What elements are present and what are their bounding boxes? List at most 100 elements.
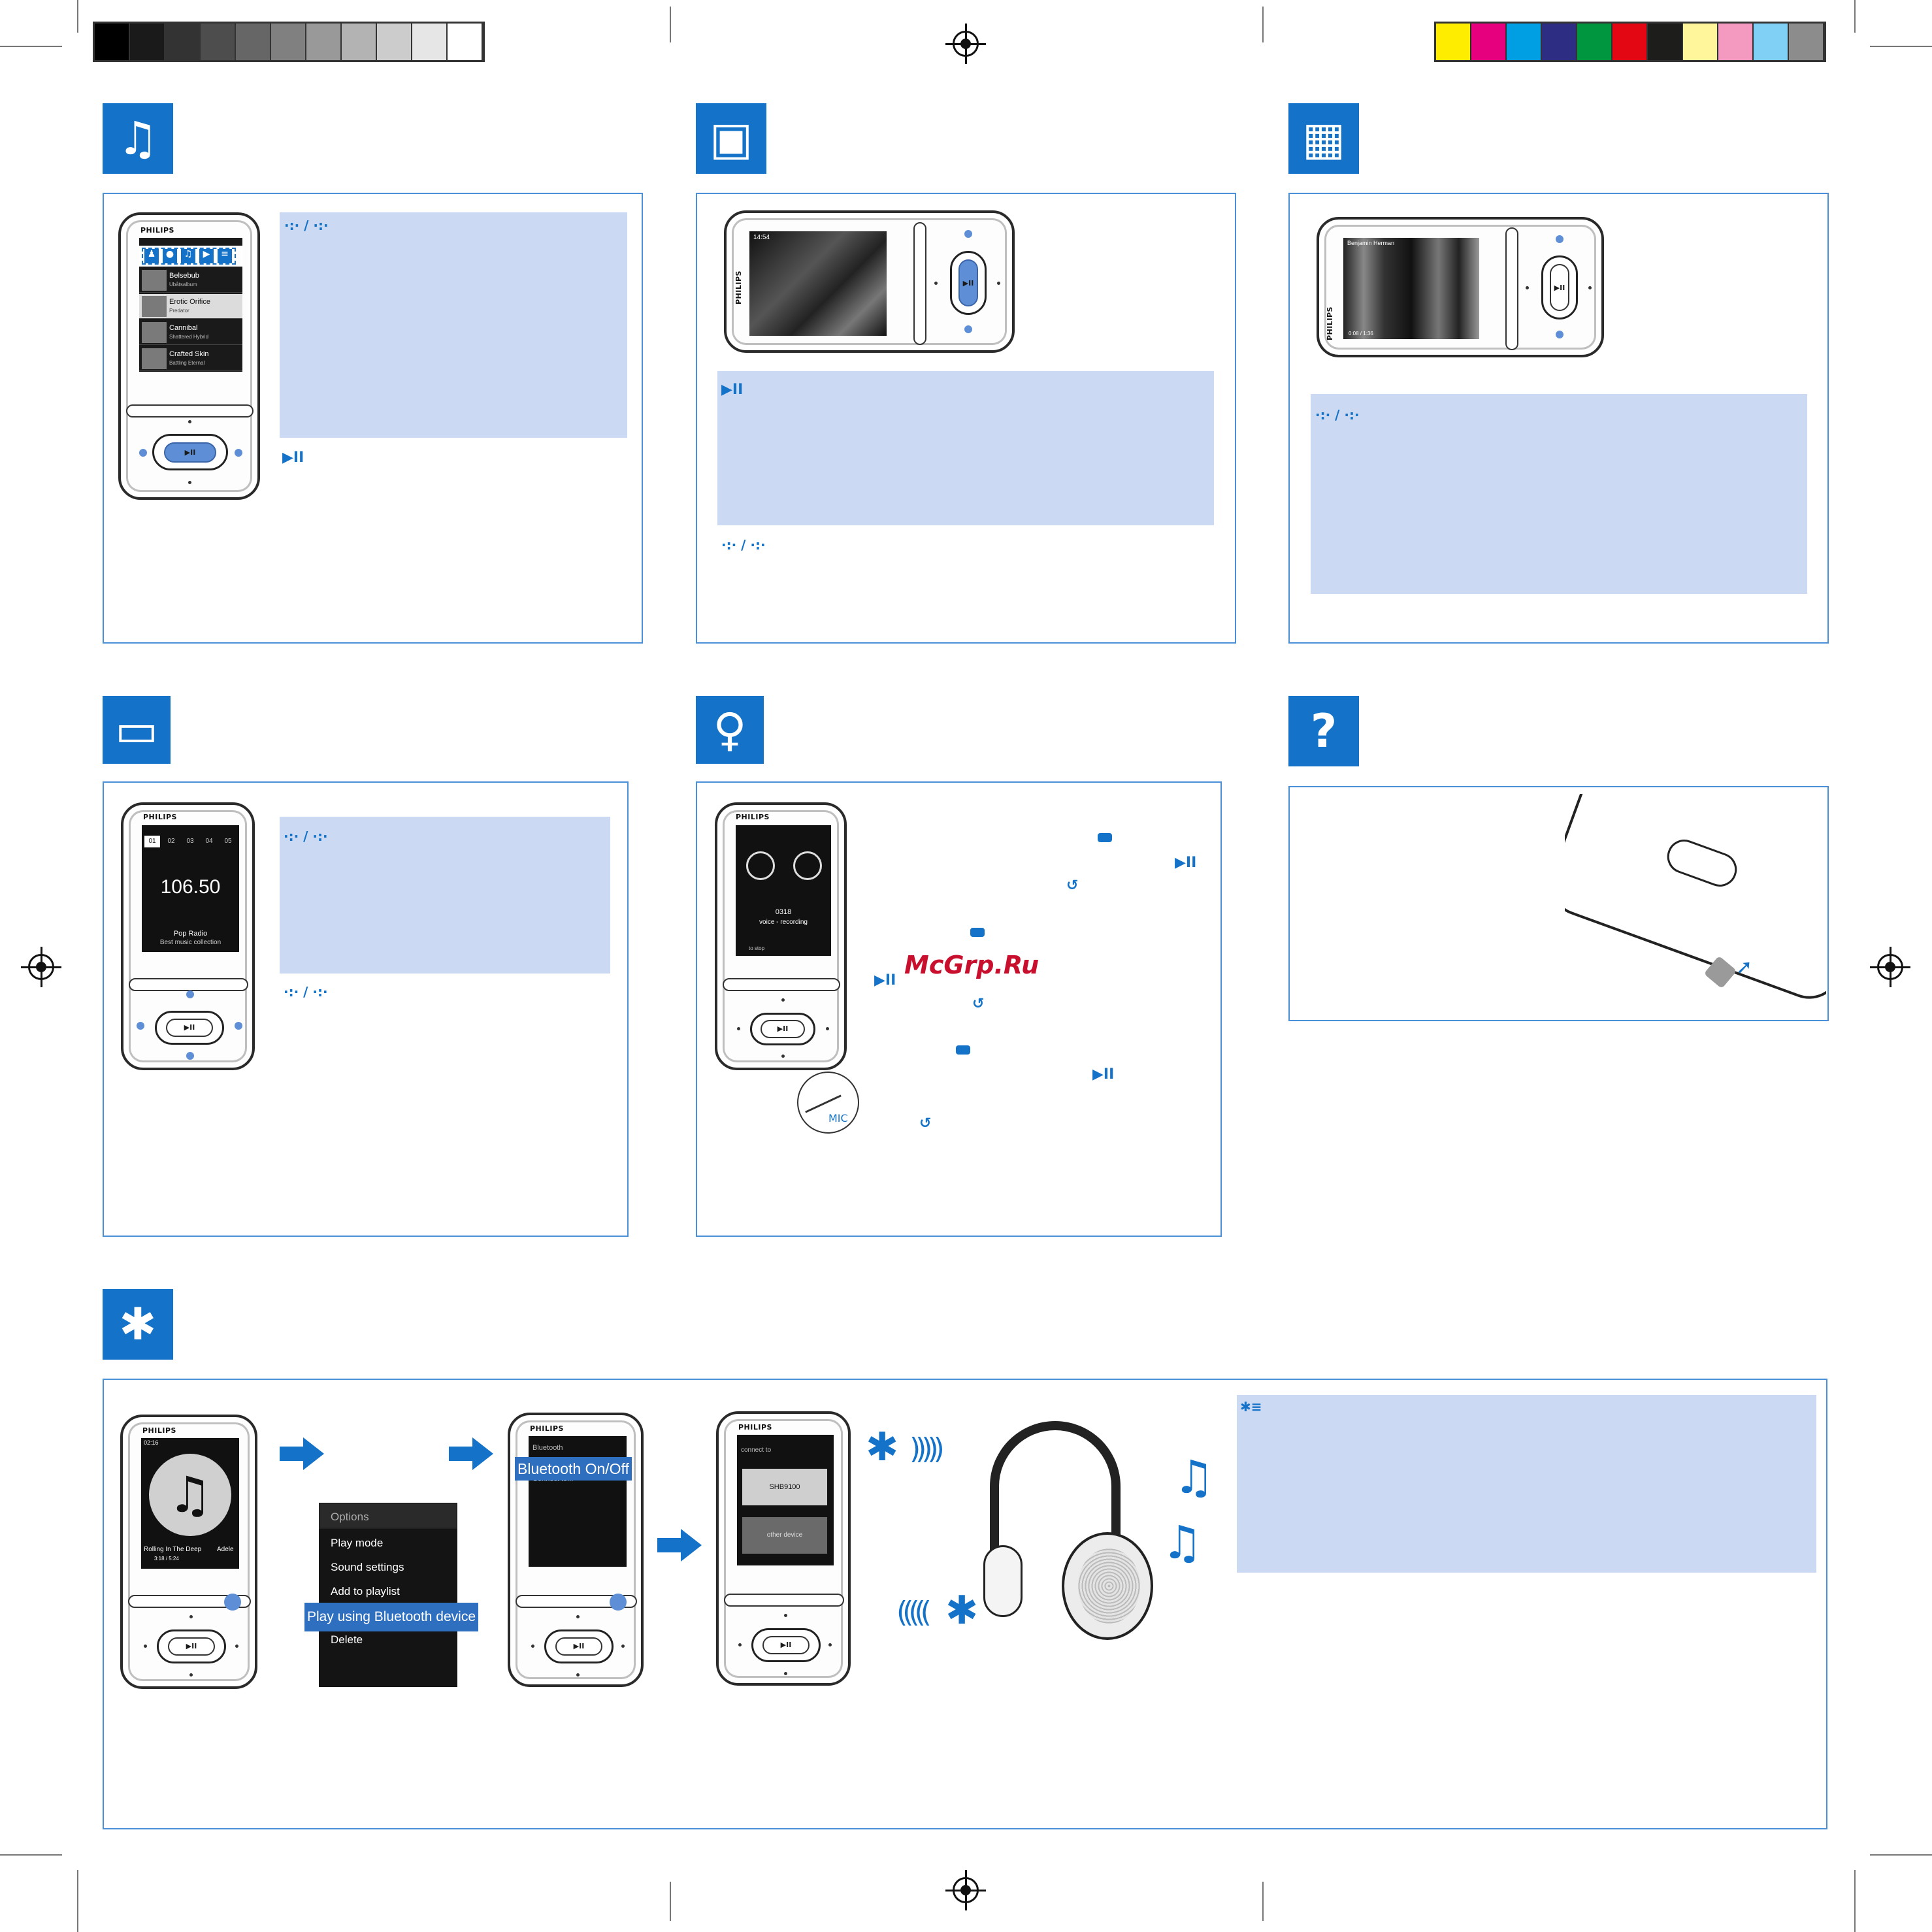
device-option-other[interactable]: other device	[742, 1517, 827, 1554]
bluetooth-icon: ✱	[866, 1424, 899, 1470]
play-pause-button[interactable]: ▶II	[544, 1629, 614, 1663]
up-button[interactable]	[1556, 235, 1564, 243]
menu-key-strip[interactable]	[126, 404, 254, 418]
next-button[interactable]	[828, 1643, 832, 1646]
options-menu: Options Play mode Sound settings Add to …	[319, 1503, 457, 1687]
navigate-up-down-icon: ·:· / ·:·	[1315, 407, 1360, 423]
crop-mark	[77, 0, 78, 33]
bluetooth-player-device-2: PHILIPS Bluetooth Connect to... ▶II	[508, 1413, 644, 1687]
music-instructions	[280, 212, 627, 438]
up-button[interactable]	[188, 420, 191, 423]
step-arrow-icon	[280, 1437, 325, 1470]
previous-button[interactable]	[737, 1027, 740, 1030]
menu-key-strip[interactable]	[516, 1595, 637, 1608]
menu-item-play-mode[interactable]: Play mode	[331, 1537, 384, 1549]
step-arrow-icon	[449, 1437, 495, 1470]
preset-04[interactable]: 04	[205, 838, 213, 845]
album-icon: ●	[163, 249, 177, 263]
play-pause-button[interactable]: ▶II	[1541, 255, 1578, 319]
next-button[interactable]	[621, 1645, 625, 1648]
watermark: McGrp.Ru	[904, 951, 1040, 979]
color-swatch	[1577, 24, 1613, 60]
down-button[interactable]	[186, 1052, 194, 1060]
options-key-button[interactable]	[610, 1594, 627, 1611]
preset-01[interactable]: 01	[144, 836, 160, 847]
previous-button[interactable]	[934, 282, 938, 285]
menu-key-strip[interactable]	[723, 978, 840, 991]
recording-section-icon: ♀	[696, 696, 764, 764]
color-swatch	[1471, 24, 1507, 60]
menu-item-delete[interactable]: Delete	[331, 1633, 363, 1646]
down-button[interactable]	[1556, 331, 1564, 338]
next-button[interactable]	[1588, 286, 1592, 289]
up-button[interactable]	[964, 230, 972, 238]
record-icon	[956, 1045, 970, 1055]
registration-mark	[945, 24, 986, 64]
crop-mark	[1854, 1870, 1856, 1932]
next-button[interactable]	[235, 1645, 238, 1648]
signal-waves-icon: )))))	[909, 1432, 945, 1465]
menu-key-strip[interactable]	[129, 978, 248, 991]
previous-button[interactable]	[144, 1645, 147, 1648]
menu-item-bluetooth-on-off[interactable]: Bluetooth On/Off	[515, 1457, 632, 1481]
previous-button[interactable]	[531, 1645, 534, 1648]
next-button[interactable]	[235, 449, 242, 457]
up-button[interactable]	[781, 998, 785, 1002]
menu-item-sound-settings[interactable]: Sound settings	[331, 1561, 404, 1573]
up-button[interactable]	[576, 1615, 580, 1618]
play-pause-button[interactable]: ▶II	[750, 1013, 815, 1045]
down-button[interactable]	[784, 1672, 787, 1675]
preset-05[interactable]: 05	[224, 838, 232, 845]
play-pause-button[interactable]: ▶II	[751, 1628, 821, 1662]
next-button[interactable]	[235, 1022, 242, 1030]
down-button[interactable]	[188, 481, 191, 484]
brand-logo: PHILIPS	[1326, 306, 1334, 340]
menu-key-strip[interactable]	[724, 1594, 844, 1607]
song-title: Erotic Orifice	[169, 298, 210, 306]
down-button[interactable]	[576, 1673, 580, 1677]
brand-logo: PHILIPS	[143, 813, 177, 821]
down-button[interactable]	[189, 1673, 193, 1677]
bluetooth-icon: ✱	[945, 1588, 979, 1633]
up-button[interactable]	[186, 991, 194, 998]
connect-to-title: connect to	[741, 1447, 772, 1454]
play-pause-icon: ▶II	[1092, 1066, 1115, 1083]
reel-right-icon	[793, 851, 822, 880]
video-instructions	[1311, 394, 1807, 594]
registration-mark	[945, 1870, 986, 1910]
up-button[interactable]	[189, 1615, 193, 1618]
previous-button[interactable]	[137, 1022, 144, 1030]
play-pause-button[interactable]: ▶II	[155, 1011, 224, 1045]
crop-mark	[670, 7, 671, 42]
menu-key-strip[interactable]	[913, 222, 926, 345]
play-pause-button[interactable]: ▶II	[950, 251, 987, 315]
play-pause-button[interactable]: ▶II	[152, 434, 228, 470]
previous-button[interactable]	[139, 449, 147, 457]
down-button[interactable]	[964, 325, 972, 333]
playlist-icon: ≡	[218, 249, 232, 263]
preset-03[interactable]: 03	[186, 838, 194, 845]
menu-key-strip[interactable]	[128, 1595, 251, 1608]
bluetooth-menu-screen: Bluetooth Connect to...	[529, 1436, 627, 1567]
crop-mark	[1262, 1882, 1264, 1921]
previous-button[interactable]	[738, 1643, 742, 1646]
menu-item-play-using-bluetooth[interactable]: Play using Bluetooth device	[304, 1603, 478, 1631]
color-swatch	[412, 24, 448, 60]
preset-02[interactable]: 02	[167, 838, 175, 845]
play-pause-button[interactable]: ▶II	[157, 1629, 226, 1663]
menu-key-strip[interactable]	[1505, 227, 1518, 350]
down-button[interactable]	[781, 1055, 785, 1058]
menu-item-add-to-playlist[interactable]: Add to playlist	[331, 1585, 400, 1597]
next-button[interactable]	[826, 1027, 829, 1030]
device-option-shb9100[interactable]: SHB9100	[742, 1469, 827, 1505]
help-section-icon: ?	[1288, 696, 1359, 766]
previous-button[interactable]	[1526, 286, 1529, 289]
artist-name: Predator	[169, 308, 189, 314]
next-button[interactable]	[997, 282, 1000, 285]
options-key-button[interactable]	[224, 1594, 241, 1611]
up-button[interactable]	[784, 1614, 787, 1617]
